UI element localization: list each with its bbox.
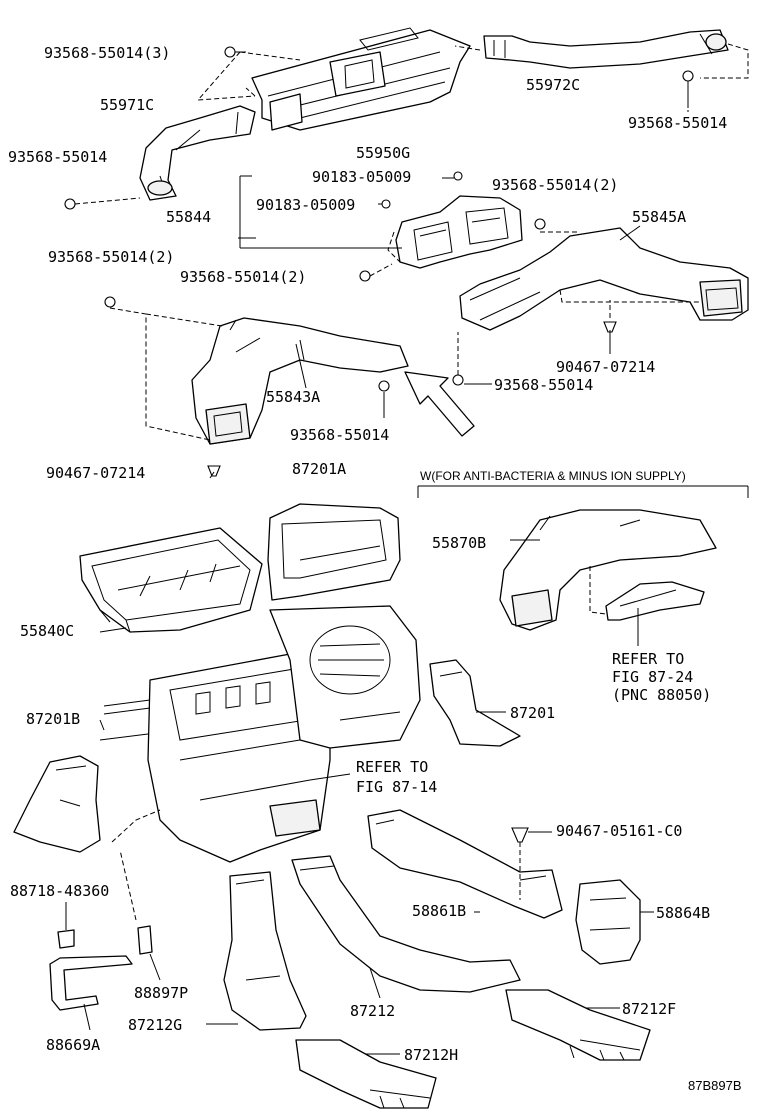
bolt-icon xyxy=(64,197,141,210)
callout-label: 90183-05009 xyxy=(256,196,355,214)
part-55972c-drawing xyxy=(483,29,729,69)
bolt-icon xyxy=(452,332,464,386)
bolt-icon xyxy=(224,46,246,58)
part-87201a-drawing xyxy=(267,503,401,601)
part-58861b-drawing xyxy=(367,809,563,919)
callout-label: (PNC 88050) xyxy=(612,686,711,704)
figure-code: 87B897B xyxy=(688,1078,742,1093)
callout-label: 58864B xyxy=(656,904,710,922)
part-55845a-drawing xyxy=(459,227,749,331)
part-87201b-drawing xyxy=(13,755,101,853)
part-55870b-drawing xyxy=(499,509,717,631)
callout-label: 93568-55014(2) xyxy=(492,176,618,194)
variant-note: W(FOR ANTI-BACTERIA & MINUS ION SUPPLY) xyxy=(420,469,686,483)
callout-label: 93568-55014 xyxy=(8,148,107,166)
callout-label: 87201 xyxy=(510,704,555,722)
part-87212h-drawing xyxy=(295,1039,437,1109)
callout-label: 55972C xyxy=(526,76,580,94)
callout-label: 87212F xyxy=(622,1000,676,1018)
callout-label: 58861B xyxy=(412,902,466,920)
callout-label: 87212G xyxy=(128,1016,182,1034)
part-87201-drawing xyxy=(429,659,521,747)
part-87212g-drawing xyxy=(223,871,307,1031)
main-unit-drawing xyxy=(99,605,421,863)
bolt-icon xyxy=(453,171,463,181)
callout-label: 93568-55014(2) xyxy=(180,268,306,286)
callout-label: FIG 87-14 xyxy=(356,778,437,796)
callout-label: 55971C xyxy=(100,96,154,114)
callout-label: 93568-55014(2) xyxy=(48,248,174,266)
callout-label: 87212H xyxy=(404,1046,458,1064)
callout-label: 55950G xyxy=(356,144,410,162)
callout-label: 87201A xyxy=(292,460,346,478)
part-55950g-drawing xyxy=(251,27,471,131)
bolt-icon xyxy=(381,199,391,209)
bolt-icon xyxy=(534,218,546,230)
direction-arrow-icon xyxy=(404,371,475,437)
callout-label: 93568-55014(3) xyxy=(44,44,170,62)
callout-labels: 93568-55014(3) 55972C 93568-55014 55971C… xyxy=(8,44,742,1093)
callout-label: 90467-05161-C0 xyxy=(556,822,682,840)
callout-label: 88669A xyxy=(46,1036,100,1054)
clip-icon xyxy=(603,321,617,333)
part-87212-drawing xyxy=(291,855,521,993)
callout-label: REFER TO xyxy=(612,650,684,668)
sensor-bracket-drawing xyxy=(605,581,705,621)
bolt-icon xyxy=(359,263,393,282)
clip-icon xyxy=(207,465,221,477)
callout-label: FIG 87-24 xyxy=(612,668,693,686)
callout-label: 87201B xyxy=(26,710,80,728)
part-58864b-drawing xyxy=(575,879,641,965)
clip-icon xyxy=(511,827,529,900)
part-55844-drawing xyxy=(395,195,523,269)
callout-label: 55843A xyxy=(266,388,320,406)
leader-lines xyxy=(65,110,689,1055)
part-55840c-drawing xyxy=(79,527,263,633)
bolt-icon xyxy=(682,70,694,108)
callout-label: 55840C xyxy=(20,622,74,640)
callout-label: 88718-48360 xyxy=(10,882,109,900)
callout-label: REFER TO xyxy=(356,758,428,776)
callout-label: 93568-55014 xyxy=(290,426,389,444)
part-88669a-drawing xyxy=(49,955,133,1011)
part-87212f-drawing xyxy=(505,989,651,1061)
bolt-icon xyxy=(378,380,390,392)
part-88718-drawing xyxy=(57,929,75,949)
callout-label: 90467-07214 xyxy=(46,464,145,482)
callout-label: 55845A xyxy=(632,208,686,226)
callout-label: 93568-55014 xyxy=(494,376,593,394)
part-55971c-drawing xyxy=(139,105,256,201)
callout-label: 87212 xyxy=(350,1002,395,1020)
callout-label: 55844 xyxy=(166,208,211,226)
bolt-icon xyxy=(104,296,116,308)
callout-label: 93568-55014 xyxy=(628,114,727,132)
callout-label: 88897P xyxy=(134,984,188,1002)
callout-label: 55870B xyxy=(432,534,486,552)
part-88897p-drawing xyxy=(137,925,153,955)
callout-label: 90183-05009 xyxy=(312,168,411,186)
callout-label: 90467-07214 xyxy=(556,358,655,376)
